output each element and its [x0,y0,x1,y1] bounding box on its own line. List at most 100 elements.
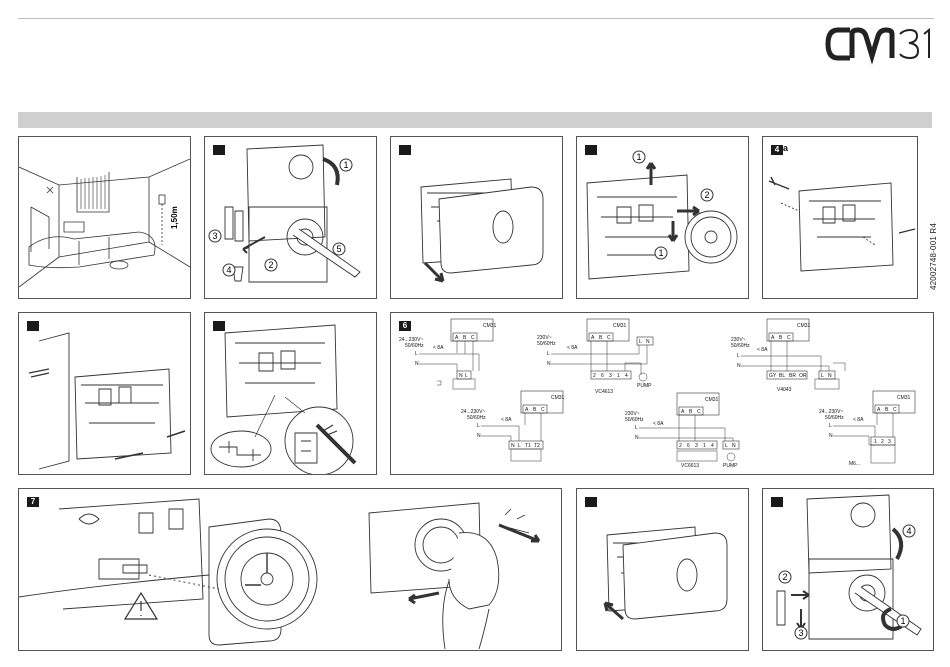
panel-wall-mount-screws: 4 a [762,136,918,299]
header-rule [18,18,934,19]
d4-device: CM31 [551,395,565,401]
battery-insert-illustration: 1 2 3 4 [776,494,922,640]
d4-terminal-a: A [525,407,529,413]
wire-connection-illustration [210,324,357,474]
d6-load-1: 1 [874,439,877,445]
d3-terminal-a: A [771,335,775,341]
wiring-diagram-4: CM31 A B C 24...230V~ 50/60Hz < 8A L N N… [461,390,565,462]
d2-valve-2: 2 [593,373,596,379]
d3-load-l: L [821,373,824,379]
d2-line-n: N [547,361,551,367]
step-marker: 4 [771,145,783,155]
callout-4: 4 [906,526,911,536]
callout-2: 2 [268,260,273,270]
d3-supply-voltage: 230V~ [731,337,746,343]
d3-terminal-b: B [779,335,783,341]
base-mounting-illustration [28,332,186,470]
d5-terminal-c: C [697,409,701,415]
d6-supply-voltage: 24...230V~ [819,409,843,415]
wiring-diagrams: CM31 A B C 24...230V~ 50/60Hz < 8A L N N… [399,318,916,469]
callout-1: 1 [343,160,348,170]
d4-line-n: N [477,433,481,439]
d2-valve-6: 6 [601,373,604,379]
d1-terminal-b: B [463,335,467,341]
d4-load-t2: T2 [534,443,540,449]
mounting-height-label: 1,50m [170,206,179,229]
d1-fuse: < 8A [433,345,444,351]
d1-line-l: L [415,351,418,357]
step-marker [771,497,783,507]
step-marker [585,497,597,507]
d5-valve-6: 6 [687,443,690,449]
wall-mount-illustration [768,176,916,272]
d2-pump-l: L [639,339,642,345]
callout-4: 4 [226,265,231,275]
d3-valve-gy: GY [769,373,777,379]
d6-supply-frequency: 50/60Hz [825,415,844,421]
battery-removal-illustration: 1 2 3 4 5 [208,144,361,283]
document-number: 42002748-001 R4 [920,140,938,290]
d3-valve-or: OR [799,373,807,379]
callout-5: 5 [336,244,341,254]
d2-pump-label: PUMP [637,383,652,389]
panel-battery-removal: 1 2 3 4 5 [204,136,377,299]
wiring-diagram-1: CM31 A B C 24...230V~ 50/60Hz < 8A L N N… [399,318,497,390]
d4-load-l: L [518,443,521,449]
wiring-diagram-6: CM31 A B C 24...230V~ 50/60Hz < 8A L N 1… [819,390,916,467]
panel-mount-base [18,312,191,475]
callout-1: 1 [900,616,905,626]
d5-device: CM31 [705,397,719,403]
d2-valve-model: VC4613 [595,389,613,395]
step-marker [213,321,225,331]
cm31-logo [825,27,930,65]
d4-terminal-c: C [541,407,545,413]
d4-load-n: N [511,443,515,449]
callout-2: 2 [704,190,709,200]
d5-line-l: L [635,425,638,431]
d3-load-n: N [828,373,832,379]
d5-supply-voltage: 230V~ [625,411,640,417]
step-suffix: a [783,143,789,153]
d2-line-l: L [547,351,550,357]
wiring-diagram-2: CM31 A B C 230V~ 50/60Hz < 8A L N 2 6 3 … [537,318,654,395]
callout-1-top: 1 [636,152,641,162]
d5-line-n: N [635,435,639,441]
d5-terminal-b: B [689,409,693,415]
d2-fuse: < 8A [567,345,578,351]
callout-2: 2 [782,572,787,582]
d5-terminal-a: A [681,409,685,415]
panel-wiring-diagrams: 6 CM31 A B C 24...230V~ 50/60Hz < 8A L N… [390,312,934,475]
d6-load-3: 3 [888,439,891,445]
d3-fuse: < 8A [757,347,768,353]
panel-insert-battery: 1 2 3 4 [762,488,934,651]
d1-supply-frequency: 50/60Hz [405,343,424,349]
step-marker [213,145,225,155]
d1-device: CM31 [483,323,497,329]
d6-fuse: < 8A [853,417,864,423]
d4-supply-voltage: 24...230V~ [461,409,485,415]
d5-valve-1: 1 [703,443,706,449]
cover-removal-illustration [420,178,544,283]
d5-fuse: < 8A [653,421,664,427]
step-marker: 7 [27,497,39,507]
d6-terminal-c: C [893,407,897,413]
d5-pump-label: PUMP [723,463,738,469]
d2-terminal-a: A [591,335,595,341]
section-bar [18,112,932,128]
d5-valve-2: 2 [679,443,682,449]
d3-valve-model: V4043 [777,387,792,393]
callout-3: 3 [212,231,217,241]
d5-valve-4: 4 [711,443,714,449]
d1-terminal-c: C [471,335,475,341]
d6-actuator-model: M6... [849,461,860,467]
d2-terminal-b: B [599,335,603,341]
d4-line-l: L [477,423,480,429]
d3-device: CM31 [797,323,811,329]
d6-terminal-a: A [877,407,881,413]
d2-valve-3: 3 [609,373,612,379]
d1-terminal-a: A [455,335,459,341]
cover-replace-illustration [603,526,728,621]
d6-load-2: 2 [881,439,884,445]
document-number-text: 42002748-001 R4 [929,222,938,290]
d2-terminal-c: C [607,335,611,341]
